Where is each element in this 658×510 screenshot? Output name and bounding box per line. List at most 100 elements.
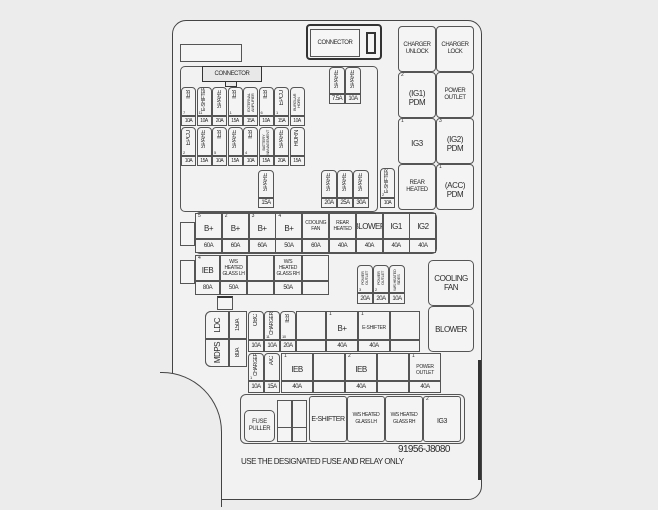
multi-fuse[interactable]: B+4: [275, 213, 303, 239]
multi-fuse[interactable]: B+5: [195, 213, 222, 239]
mini-fuse-number: 7: [183, 110, 185, 115]
relay-cooling-fan[interactable]: COOLING FAN: [428, 260, 474, 306]
mini-fuse[interactable]: SPARE: [274, 127, 289, 156]
connector-top[interactable]: CONNECTOR: [306, 24, 382, 60]
relay[interactable]: W/S HEATED GLASS LH: [347, 396, 385, 442]
multi-fuse[interactable]: W/S HEATED GLASS RH: [274, 255, 302, 281]
multi-fuse[interactable]: COOLING FAN: [302, 213, 330, 239]
multi-fuse[interactable]: B+2: [221, 213, 249, 239]
mini-fuse[interactable]: SPARE: [321, 170, 337, 198]
mini-fuse[interactable]: BATTERY MANAGEMENT: [258, 127, 274, 156]
mini-fuse-amp: 15A: [293, 158, 301, 164]
mini-fuse[interactable]: SPARE: [196, 127, 212, 156]
multi-fuse-label: W/S HEATED GLASS RH: [276, 259, 300, 277]
mini-fuse-rating: 15A: [227, 116, 243, 126]
mini-fuse-label: E-SHIFTER: [384, 169, 390, 193]
mini-fuse-rating: 25A: [337, 198, 353, 208]
multi-fuse-amp: 60A: [203, 243, 214, 249]
multi-fuse[interactable]: REAR HEATED: [329, 213, 356, 239]
multi-fuse[interactable]: [313, 353, 345, 381]
multi-fuse[interactable]: [302, 255, 329, 281]
multi-fuse[interactable]: [390, 311, 420, 340]
mini-fuse-label: CHARGER: [252, 353, 259, 376]
multi-fuse[interactable]: [296, 311, 326, 340]
fuse-ldc[interactable]: LDC: [205, 311, 229, 339]
mini-fuse[interactable]: HORN: [289, 127, 305, 156]
relay[interactable]: POWER OUTLET: [436, 72, 474, 118]
fuse-puller[interactable]: FUSE PULLER: [244, 410, 275, 442]
multi-fuse[interactable]: IG1: [382, 213, 410, 239]
mini-fuse-amp: 10A: [348, 96, 358, 102]
mini-fuse[interactable]: SPARE: [353, 170, 369, 198]
multi-fuse-label: IG1: [390, 221, 402, 231]
mini-fuse[interactable]: IEB 7: [181, 87, 196, 116]
mini-fuse[interactable]: SPARE: [212, 87, 227, 116]
multi-fuse[interactable]: W/S HEATED GLASS LH: [220, 255, 247, 281]
multi-fuse[interactable]: BLOWER: [355, 213, 383, 239]
multi-fuse[interactable]: B+3: [248, 213, 276, 239]
multi-fuse-label: IG2: [417, 221, 429, 231]
multi-fuse-amp: 40A: [364, 243, 375, 249]
fuse-puller-label: FUSE PULLER: [248, 419, 271, 432]
multi-fuse-amp: 40A: [420, 384, 430, 390]
mini-fuse[interactable]: SPARE: [345, 67, 361, 94]
relay[interactable]: W/S HEATED GLASS RH: [385, 396, 423, 442]
multi-fuse-number: 1: [412, 353, 415, 359]
relay-number: 2: [426, 396, 429, 402]
relay[interactable]: REAR HEATED: [398, 164, 436, 210]
multi-fuse-number: 1: [361, 311, 364, 317]
mini-fuse[interactable]: SPARE: [227, 127, 243, 156]
mini-fuse-amp: 10A: [184, 118, 193, 124]
multi-fuse-rating: 40A: [382, 239, 410, 253]
mini-fuse[interactable]: BURGLAR HORN: [289, 87, 305, 116]
mini-fuse[interactable]: OBC: [248, 311, 264, 340]
mini-fuse[interactable]: SPARE: [258, 170, 274, 198]
multi-fuse[interactable]: [247, 255, 274, 281]
multi-fuse[interactable]: B+1: [326, 311, 358, 340]
relay[interactable]: CHARGER UNLOCK: [398, 26, 436, 72]
mini-fuse[interactable]: SPARE: [337, 170, 353, 198]
multi-fuse[interactable]: [377, 353, 409, 381]
relay-blower[interactable]: BLOWER: [428, 306, 474, 352]
mini-fuse-label: IEB: [185, 90, 192, 99]
multi-fuse-rating: 40A: [355, 239, 383, 253]
mini-fuse[interactable]: A/C: [264, 353, 280, 381]
multi-fuse[interactable]: IG2: [409, 213, 437, 239]
mini-fuse-label: CHARGER: [268, 312, 275, 335]
multi-fuse-rating: 50A: [220, 281, 247, 295]
multi-fuse-amp: 50A: [284, 243, 294, 249]
mini-fuse-rating: 15A: [243, 116, 258, 126]
relay[interactable]: CHARGER LOCK: [436, 26, 474, 72]
connector-inner[interactable]: CONNECTOR: [202, 66, 262, 82]
relay[interactable]: E-SHIFTER: [309, 396, 347, 442]
fuse-mdps[interactable]: MDPS: [205, 339, 229, 367]
mini-fuse-rating: 10A: [243, 156, 258, 166]
mini-fuse[interactable]: SPARE: [329, 67, 345, 94]
mini-fuse[interactable]: W/S HEATED SIDES: [389, 265, 405, 293]
mini-fuse[interactable]: EXTERNAL AMPLIFIER: [243, 87, 258, 116]
mini-fuse-amp: 20A: [360, 295, 370, 302]
